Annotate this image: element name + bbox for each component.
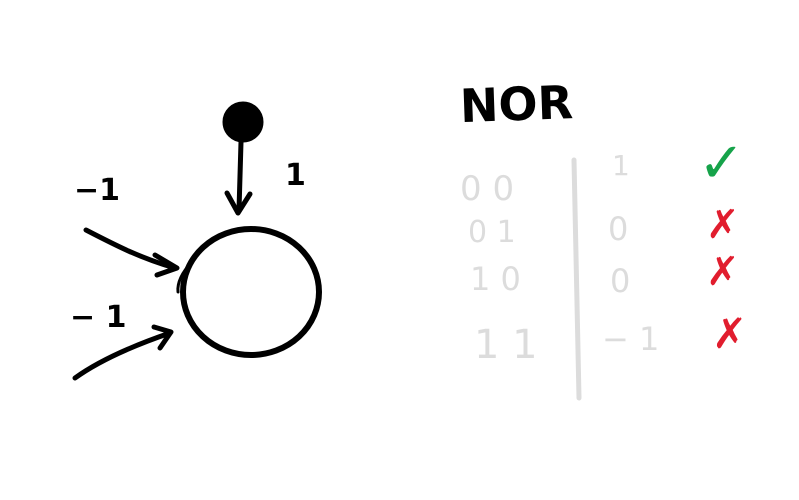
cross-icon: ✗	[706, 249, 740, 295]
input1-arrow	[83, 227, 178, 271]
input1-weight-label: −1	[74, 173, 120, 208]
table-row-inputs: 1 0	[470, 260, 521, 298]
input1-arrow-head	[152, 252, 180, 278]
table-title: NOR	[459, 75, 574, 133]
neuron-circle	[180, 226, 322, 358]
input2-arrow-head	[151, 324, 174, 351]
table-row-inputs: 1 1	[474, 322, 538, 368]
table-row-output: 0	[610, 262, 630, 300]
input2-weight-label: − 1	[70, 300, 126, 335]
bias-arrow	[236, 139, 244, 213]
check-icon: ✓	[698, 131, 745, 196]
table-row-output: − 1	[602, 320, 659, 358]
cross-icon: ✗	[706, 202, 740, 248]
table-row-inputs: 0 0	[460, 169, 514, 209]
neuron-diagram	[72, 101, 322, 381]
input2-arrow	[72, 330, 173, 381]
neuron-circle-overlap	[176, 260, 194, 294]
table-row-output: 1	[612, 149, 630, 182]
bias-arrow-head	[224, 190, 253, 216]
table-row-inputs: 0 1	[468, 215, 516, 250]
table-divider	[571, 157, 582, 401]
bias-node	[222, 101, 264, 143]
cross-icon: ✗	[712, 309, 747, 358]
truth-table: 0 0 1 ✓ 0 1 0 ✗ 1 0 0 ✗ 1 1 − 1 ✗	[460, 131, 747, 368]
bias-weight-label: 1	[285, 158, 306, 193]
table-row-output: 0	[608, 210, 628, 248]
